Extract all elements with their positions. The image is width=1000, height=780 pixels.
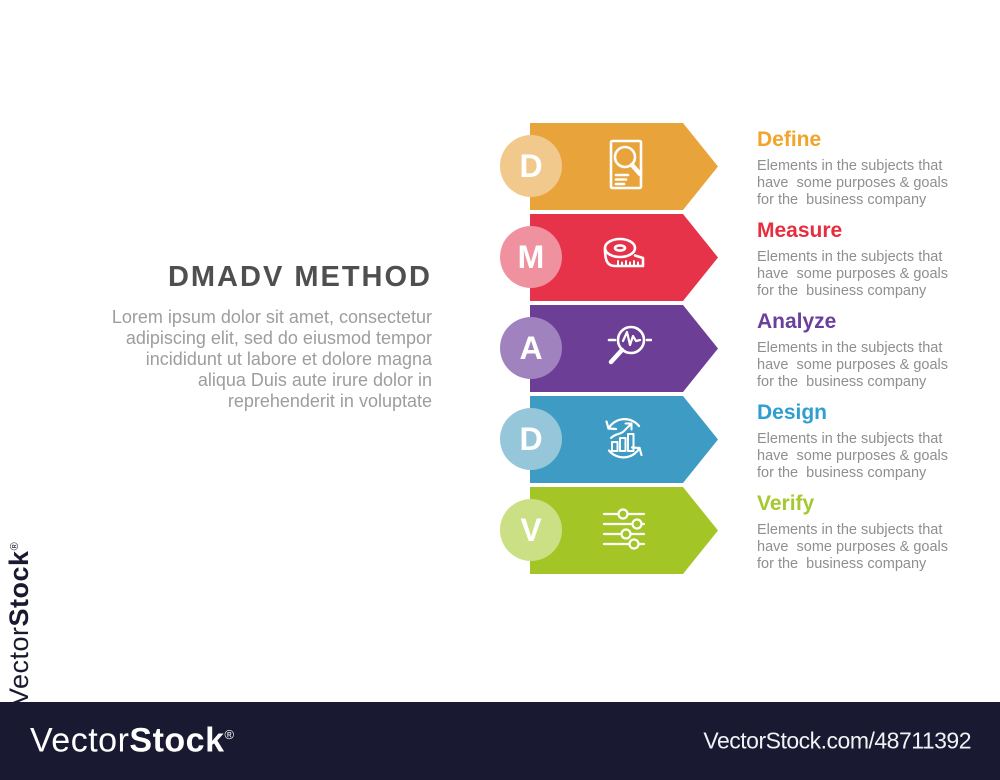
arrow-shape: [530, 396, 718, 483]
registered-icon: ®: [9, 541, 21, 551]
block-title: Analyze: [757, 310, 837, 333]
step-letter: M: [517, 238, 545, 275]
block-description: Elements in the subjects that have some …: [757, 431, 967, 482]
arrow-shape: [530, 305, 718, 392]
desc-line: Elements in the subjects that: [757, 431, 943, 447]
desc-line: have some purposes & goals: [757, 266, 949, 282]
watermark-bar: VectorStock® VectorStock.com/48711392: [0, 702, 1000, 780]
block-title: Define: [757, 128, 822, 151]
step-verify: V: [500, 487, 718, 574]
desc-line: for the business company: [757, 283, 927, 299]
magnifier-pulse-icon: [596, 320, 653, 376]
intro-line: adipiscing elit, sed do eiusmod tempor: [125, 328, 432, 348]
block-title: Measure: [757, 219, 843, 242]
desc-line: Elements in the subjects that: [757, 158, 943, 174]
desc-line: Elements in the subjects that: [757, 249, 943, 265]
desc-line: for the business company: [757, 465, 927, 481]
desc-line: for the business company: [757, 374, 927, 390]
intro-line: Lorem ipsum dolor sit amet, consectetur: [111, 307, 432, 327]
block-description: Elements in the subjects that have some …: [757, 249, 967, 300]
intro-line: incididunt ut labore et dolore magna: [145, 349, 432, 369]
side-watermark-vector: Vector: [4, 626, 34, 706]
desc-line: Elements in the subjects that: [757, 522, 943, 538]
step-letter: D: [519, 420, 543, 457]
step-design: D: [500, 396, 718, 483]
chart-cycle-icon: [596, 411, 652, 467]
step-letter: A: [519, 329, 543, 366]
intro-line: aliqua Duis aute irure dolor in: [197, 370, 432, 390]
block-description: Elements in the subjects that have some …: [757, 158, 967, 209]
document-search-icon: [596, 138, 652, 194]
side-watermark-stock: Stock: [4, 550, 34, 627]
step-letter: V: [520, 511, 542, 548]
desc-line: for the business company: [757, 192, 927, 208]
intro-description: Lorem ipsum dolor sit amet, consectetur …: [60, 307, 432, 412]
step-define: D: [500, 123, 718, 210]
step-measure: M: [500, 214, 718, 301]
block-title: Design: [757, 401, 828, 424]
desc-line: have some purposes & goals: [757, 357, 949, 373]
desc-line: have some purposes & goals: [757, 539, 949, 555]
step-letter-badge: A: [500, 317, 562, 379]
block-verify: Verify Elements in the subjects that hav…: [757, 492, 967, 573]
vectorstock-logo: VectorStock®: [30, 722, 235, 761]
desc-line: have some purposes & goals: [757, 175, 949, 191]
desc-line: Elements in the subjects that: [757, 340, 943, 356]
block-description: Elements in the subjects that have some …: [757, 522, 967, 573]
step-analyze: A: [500, 305, 718, 392]
step-letter-badge: D: [500, 408, 562, 470]
registered-icon: ®: [224, 727, 235, 743]
logo-stock: Stock: [129, 721, 225, 760]
intro-block: DMADV METHOD Lorem ipsum dolor sit amet,…: [60, 261, 432, 412]
step-letter-badge: D: [500, 135, 562, 197]
block-analyze: Analyze Elements in the subjects that ha…: [757, 310, 967, 391]
intro-line: reprehenderit in voluptate: [227, 391, 432, 411]
page-title: DMADV METHOD: [167, 261, 432, 293]
block-design: Design Elements in the subjects that hav…: [757, 401, 967, 482]
step-letter-badge: V: [500, 499, 562, 561]
step-letter: D: [519, 147, 543, 184]
block-measure: Measure Elements in the subjects that ha…: [757, 219, 967, 300]
watermark-url: VectorStock.com/48711392: [703, 727, 971, 754]
sliders-icon: [596, 502, 652, 558]
block-title: Verify: [757, 492, 815, 515]
block-define: Define Elements in the subjects that hav…: [757, 128, 967, 209]
desc-line: for the business company: [757, 556, 927, 572]
steps-column: D M: [500, 123, 730, 583]
desc-line: have some purposes & goals: [757, 448, 949, 464]
side-watermark: VectorStock®: [4, 542, 35, 706]
step-letter-badge: M: [500, 226, 562, 288]
block-description: Elements in the subjects that have some …: [757, 340, 967, 391]
measuring-tape-icon: [596, 229, 652, 285]
logo-vector: Vector: [30, 721, 130, 760]
